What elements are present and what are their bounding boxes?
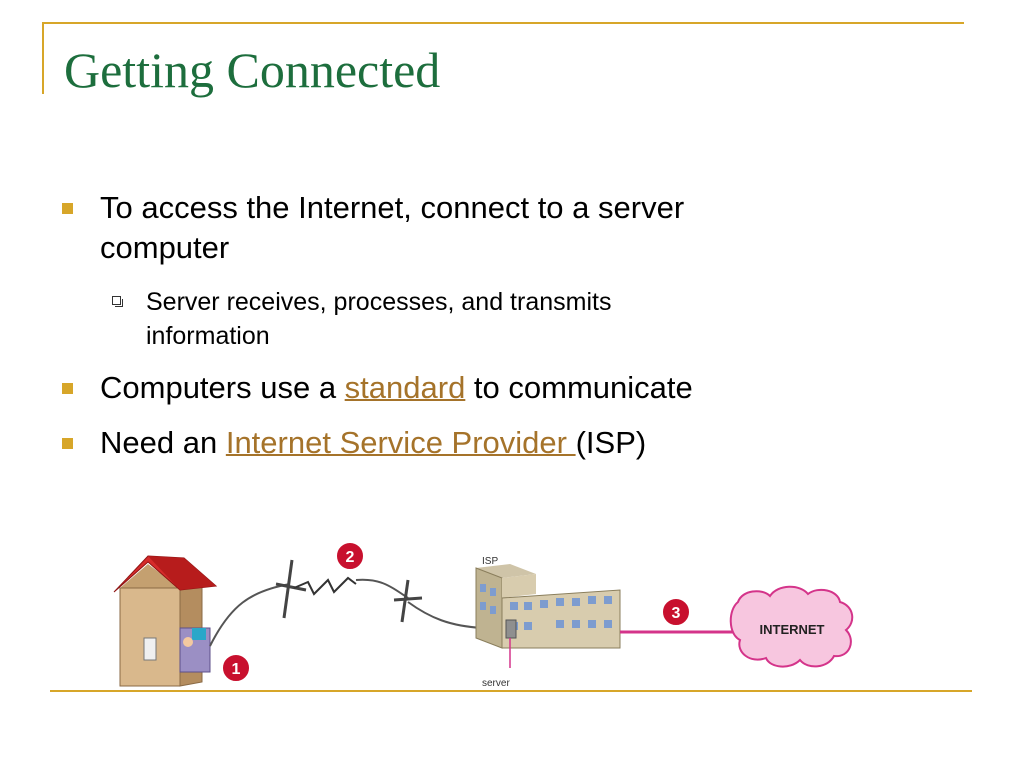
bullet-3: Need an Internet Service Provider (ISP): [62, 423, 647, 463]
bullet-square-icon: [62, 438, 73, 449]
utility-pole-icon: [393, 579, 423, 623]
hollow-square-bullet-icon: [112, 296, 123, 307]
bullet-3-suffix: (ISP): [575, 425, 647, 460]
step-1-number: 1: [232, 661, 241, 678]
isp-building-icon: [475, 564, 621, 649]
server-icon: [505, 619, 517, 668]
bullet-square-icon: [62, 383, 73, 394]
bullet-2-prefix: Computers use a: [100, 370, 345, 405]
step-2-badge: 2: [335, 541, 365, 571]
phone-line: [209, 583, 291, 647]
bullet-2-suffix: to communicate: [465, 370, 693, 405]
title-frame-top-rule: [42, 22, 964, 24]
utility-pole-icon: [275, 559, 307, 619]
step-1-badge: 1: [221, 653, 251, 683]
footer-rule: [50, 690, 972, 692]
bullet-2: Computers use a standard to communicate: [62, 368, 693, 408]
isp-link[interactable]: Internet Service Provider: [225, 425, 576, 460]
sub-bullet-line-2: information: [146, 322, 270, 350]
phone-line: [407, 601, 483, 629]
slide-title: Getting Connected: [64, 42, 441, 98]
server-label: server: [482, 678, 510, 689]
bullet-1-line-2: computer: [100, 230, 230, 265]
bullet-square-icon: [62, 203, 73, 214]
phone-line: [355, 578, 409, 599]
isp-label: ISP: [482, 556, 498, 567]
signal-zigzag-icon: [293, 576, 357, 596]
bullet-1-line-1: To access the Internet, connect to a ser…: [100, 190, 685, 225]
sub-bullet-line-1: Server receives, processes, and transmit…: [146, 288, 612, 316]
title-frame-left-rule: [42, 22, 44, 94]
internet-label: INTERNET: [760, 622, 825, 637]
step-2-number: 2: [346, 549, 355, 566]
standard-link[interactable]: standard: [344, 370, 466, 405]
sub-bullet-1: Server receives, processes, and transmit…: [112, 285, 612, 353]
internet-cloud-icon: [729, 585, 854, 668]
bullet-1: To access the Internet, connect to a ser…: [62, 188, 685, 268]
step-3-number: 3: [672, 605, 681, 622]
step-3-badge: 3: [661, 597, 691, 627]
bullet-3-prefix: Need an: [100, 425, 226, 460]
house-icon: [113, 555, 218, 687]
isp-connection-diagram: ISP server INTERNET 1 2 3: [113, 541, 854, 689]
